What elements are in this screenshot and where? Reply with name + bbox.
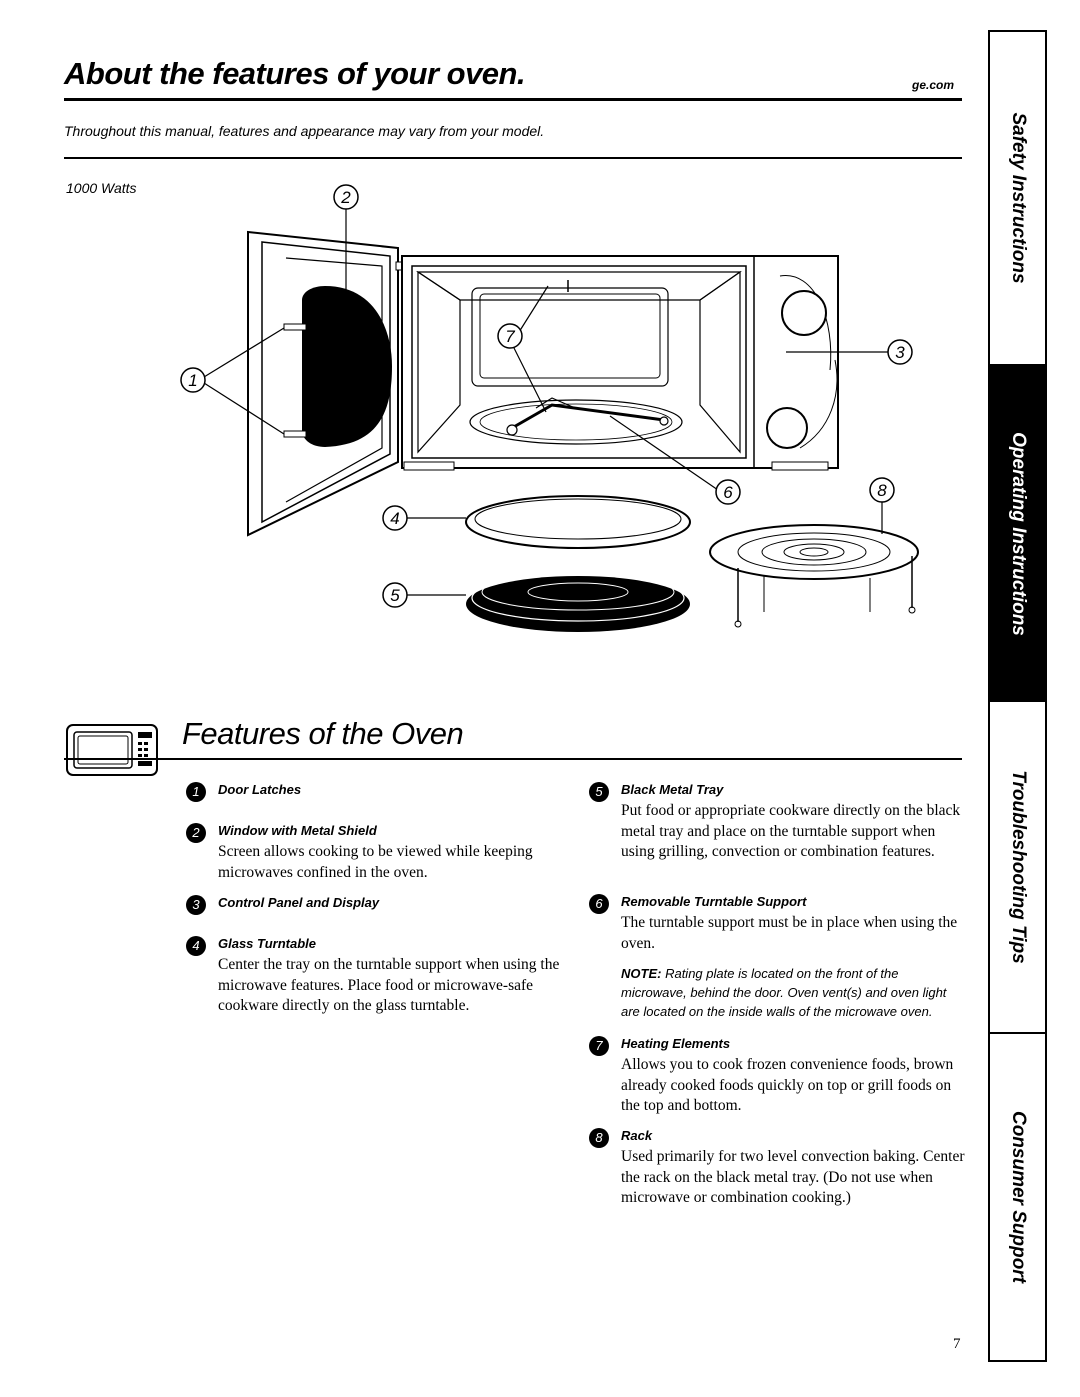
callout-6: 6 xyxy=(715,479,741,505)
website-label: ge.com xyxy=(912,78,955,92)
feature-title: Black Metal Tray xyxy=(621,782,724,797)
callout-2-label: 2 xyxy=(340,188,351,207)
tab-label: Safety Instructions xyxy=(1007,112,1029,284)
feature-number-badge: 3 xyxy=(186,895,206,915)
feature-description: Put food or appropriate cookware directl… xyxy=(621,802,961,860)
door-latch-upper xyxy=(283,323,307,331)
glass-turntable xyxy=(465,495,691,549)
rack xyxy=(709,524,919,628)
feature-number-badge: 5 xyxy=(589,782,609,802)
callout-8-label: 8 xyxy=(877,481,887,500)
feature-number-badge: 4 xyxy=(186,936,206,956)
note-label: NOTE: xyxy=(621,966,662,981)
feature-description: Screen allows cooking to be viewed while… xyxy=(218,843,533,881)
callout-1-label: 1 xyxy=(188,371,197,390)
callout-markers: 1 2 3 4 5 6 7 8 xyxy=(180,184,913,608)
feature-description: Allows you to cook frozen convenience fo… xyxy=(621,1056,954,1114)
feature-title: Window with Metal Shield xyxy=(218,823,377,838)
subtitle-rule xyxy=(64,157,962,159)
tab-safety-instructions[interactable]: Safety Instructions xyxy=(990,32,1045,366)
header-rule xyxy=(64,98,962,101)
feature-description: Center the tray on the turntable support… xyxy=(218,956,560,1014)
section-title: Features of the Oven xyxy=(182,716,464,751)
feature-number-badge: 2 xyxy=(186,823,206,843)
callout-2: 2 xyxy=(333,184,359,210)
oven-body xyxy=(401,255,839,471)
feature-title: Control Panel and Display xyxy=(218,895,380,910)
feature-number-badge: 1 xyxy=(186,782,206,802)
oven-door xyxy=(247,230,407,537)
section-rule xyxy=(64,758,962,760)
callout-8: 8 xyxy=(869,477,895,503)
tab-consumer-support[interactable]: Consumer Support xyxy=(990,1034,1045,1360)
feature-description: The turntable support must be in place w… xyxy=(621,914,958,952)
callout-6-label: 6 xyxy=(723,483,733,502)
callout-5-label: 5 xyxy=(390,586,400,605)
callout-7-label: 7 xyxy=(505,327,515,346)
callout-3-label: 3 xyxy=(895,343,905,362)
page-subtitle: Throughout this manual, features and app… xyxy=(64,123,545,139)
oven-diagram: 1 2 3 4 5 6 7 8 xyxy=(180,184,919,632)
callout-1: 1 xyxy=(180,367,206,393)
control-knob-upper xyxy=(781,290,827,336)
callout-4: 4 xyxy=(382,505,408,531)
window-metal-shield xyxy=(302,286,392,447)
feature-number-badge: 8 xyxy=(589,1128,609,1148)
feature-number-badge: 7 xyxy=(589,1036,609,1056)
feature-title: Rack xyxy=(621,1128,653,1143)
control-panel xyxy=(766,275,838,449)
callout-5: 5 xyxy=(382,582,408,608)
note-text: Rating plate is located on the front of … xyxy=(621,966,947,1019)
model-watts-label: 1000 Watts xyxy=(66,180,137,196)
section-tabs: Safety Instructions Operating Instructio… xyxy=(988,30,1047,1362)
page-number: 7 xyxy=(953,1336,961,1352)
page-title: About the features of your oven. xyxy=(64,56,526,91)
tab-label: Consumer Support xyxy=(1007,1110,1029,1284)
tab-operating-instructions[interactable]: Operating Instructions xyxy=(990,366,1045,702)
rating-plate-note: NOTE: Rating plate is located on the fro… xyxy=(621,964,966,1021)
tab-label: Operating Instructions xyxy=(1007,432,1029,636)
callout-3: 3 xyxy=(887,339,913,365)
feature-title: Heating Elements xyxy=(621,1036,731,1051)
tab-label: Troubleshooting Tips xyxy=(1007,770,1029,964)
microwave-icon xyxy=(66,724,158,776)
feature-description: Used primarily for two level convection … xyxy=(621,1148,965,1206)
door-latch-lower xyxy=(283,430,307,438)
feature-title: Door Latches xyxy=(218,782,302,797)
feature-number-badge: 6 xyxy=(589,894,609,914)
tab-troubleshooting-tips[interactable]: Troubleshooting Tips xyxy=(990,702,1045,1034)
feature-title: Glass Turntable xyxy=(218,936,317,951)
callout-leaders xyxy=(203,207,890,596)
control-knob-lower xyxy=(766,407,808,449)
feature-title: Removable Turntable Support xyxy=(621,894,807,909)
callout-7: 7 xyxy=(497,323,523,349)
callout-4-label: 4 xyxy=(390,509,399,528)
black-metal-tray xyxy=(466,573,690,632)
